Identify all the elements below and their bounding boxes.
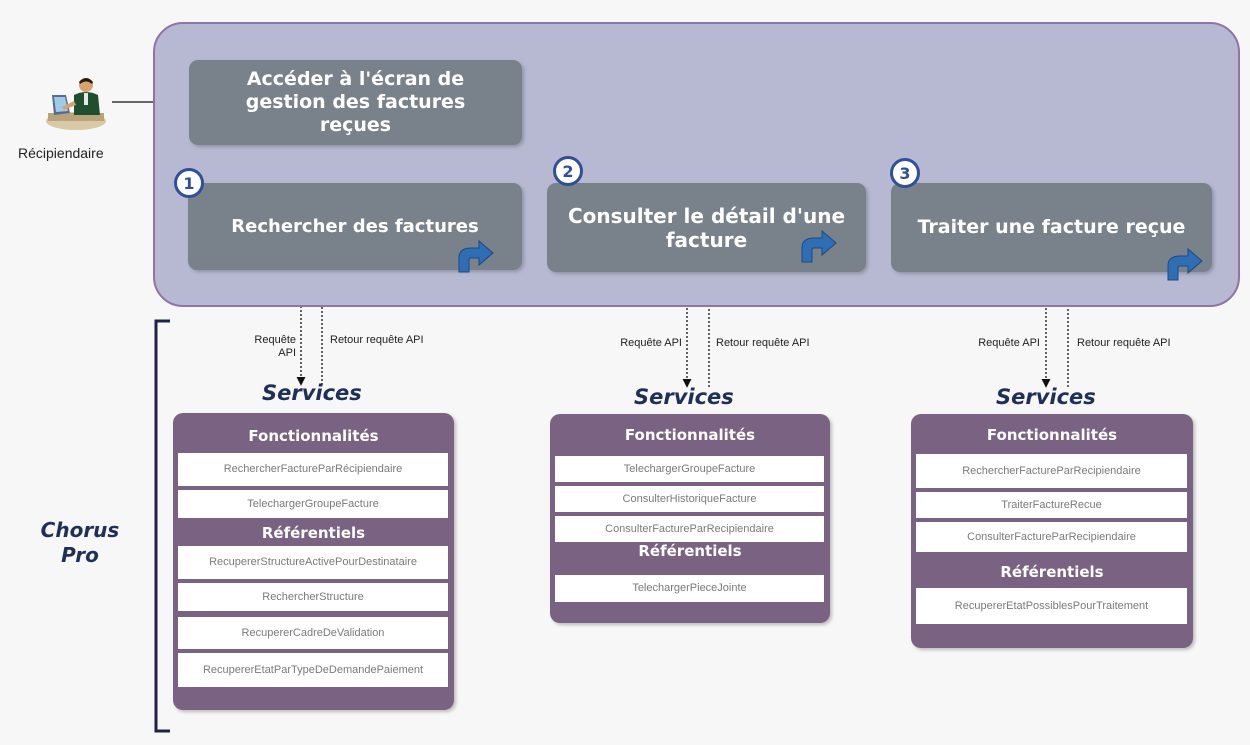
- service-item: RecupererCadreDeValidation: [178, 617, 448, 649]
- api-request-label: Requête API: [620, 337, 682, 349]
- services-title-3: Services: [996, 385, 1096, 409]
- service-item: RechercherStructure: [178, 583, 448, 611]
- services-panel-search: Fonctionnalités RechercherFactureParRéci…: [173, 413, 454, 710]
- service-item: TelechargerPieceJointe: [555, 575, 824, 602]
- step-number-badge-3: 3: [890, 158, 920, 188]
- features-heading: Fonctionnalités: [248, 427, 379, 445]
- features-heading: Fonctionnalités: [624, 426, 756, 444]
- service-item: RecupererEtatPossiblesPourTraitement: [916, 588, 1187, 624]
- chorus-pro-label: Chorus Pro: [40, 518, 120, 567]
- services-title-2: Services: [634, 385, 734, 409]
- references-heading: Référentiels: [638, 542, 742, 560]
- api-request-label: Requête API: [254, 334, 296, 360]
- redirect-arrow-icon: [801, 229, 837, 263]
- step-process-invoice: Traiter une facture reçue: [891, 183, 1212, 272]
- services-panel-detail: Fonctionnalités TelechargerGroupeFacture…: [550, 414, 830, 623]
- api-return-label: Retour requête API: [330, 334, 424, 346]
- api-return-label: Retour requête API: [716, 337, 810, 349]
- features-heading: Fonctionnalités: [986, 426, 1118, 444]
- service-item: TelechargerGroupeFacture: [555, 456, 824, 482]
- services-title-1: Services: [262, 381, 362, 405]
- actor-label: Récipiendaire: [18, 145, 104, 161]
- services-panel-process: Fonctionnalités RechercherFactureParReci…: [911, 414, 1193, 648]
- user-at-computer-icon: [46, 78, 106, 130]
- redirect-arrow-icon: [458, 239, 494, 273]
- service-item: ConsulterFactureParRecipiendaire: [555, 516, 824, 542]
- step-number-badge-2: 2: [553, 156, 583, 186]
- step-view-invoice-detail: Consulter le détail d'une facture: [547, 183, 866, 272]
- chorus-pro-bracket: [154, 319, 170, 733]
- references-heading: Référentiels: [1000, 563, 1104, 581]
- api-request-label: Requête API: [978, 337, 1040, 349]
- service-item: TraiterFactureRecue: [916, 492, 1187, 518]
- step-1-label: Rechercher des factures: [231, 215, 479, 237]
- service-item: ConsulterFactureParRecipiendaire: [916, 522, 1187, 552]
- service-item: ConsulterHistoriqueFacture: [555, 486, 824, 512]
- service-item: TelechargerGroupeFacture: [178, 490, 448, 518]
- references-heading: Référentiels: [261, 524, 366, 542]
- service-item: RecupererStructureActivePourDestinataire: [178, 546, 448, 579]
- access-step-label: Accéder à l'écran de gestion des facture…: [245, 68, 466, 136]
- step-number-badge-1: 1: [174, 168, 204, 198]
- redirect-arrow-icon: [1167, 247, 1203, 281]
- service-item: RechercherFactureParRecipiendaire: [916, 454, 1187, 488]
- service-item: RecupererEtatParTypeDeDemandePaiement: [178, 653, 448, 687]
- api-return-label: Retour requête API: [1077, 337, 1171, 349]
- service-item: RechercherFactureParRécipiendaire: [178, 453, 448, 486]
- step-2-label: Consulter le détail d'une facture: [567, 203, 846, 252]
- step-3-label: Traiter une facture reçue: [917, 216, 1186, 239]
- access-invoices-screen-step: Accéder à l'écran de gestion des facture…: [189, 60, 522, 145]
